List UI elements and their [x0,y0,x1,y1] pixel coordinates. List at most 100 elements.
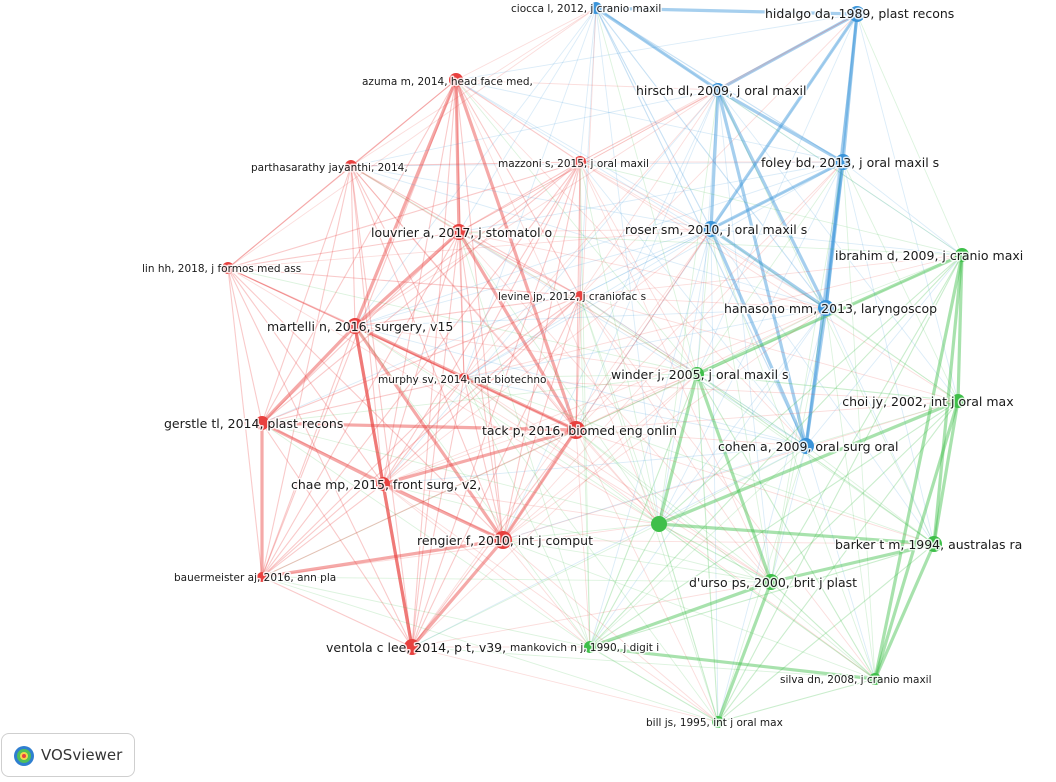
link-louvrier-linhh [227,231,460,269]
link-linhh-murphy [227,267,465,379]
node-martelli[interactable] [347,318,363,334]
link-mazzoni-rengier [502,161,581,541]
node-murphy[interactable] [459,373,469,383]
link-martelli-gerstle [260,324,357,425]
node-gerstle[interactable] [255,416,269,430]
node-foley[interactable] [835,154,851,170]
link-foley-martelli [354,161,844,327]
link-roser-gerstle [261,228,712,424]
link-foley-silva [842,161,876,680]
link-hirsch-foley [717,88,844,164]
vosviewer-logo-icon [14,746,34,766]
link-hirsch-choi [717,89,959,402]
node-label-tack[interactable]: tack p, 2016, biomed eng onlin [481,422,679,440]
node-label-parthasarathy[interactable]: parthasarathy jayanthi, 2014, [250,161,410,176]
node-label-ibrahim[interactable]: ibrahim d, 2009, j cranio maxi [834,247,1025,265]
link-murphy-chae [382,377,465,485]
vosviewer-logo-badge[interactable]: VOSviewer [1,733,135,777]
link-ventola-bill [411,646,719,723]
node-durso[interactable] [763,574,779,590]
link-rengier-silva [502,539,876,680]
node-mazzoni[interactable] [574,156,586,168]
node-label-choi[interactable]: choi jy, 2002, int j oral max [841,393,1015,411]
node-linhh[interactable] [222,262,234,274]
node-label-mazzoni[interactable]: mazzoni s, 2015, j oral maxil [497,157,651,172]
node-label-ventola[interactable]: ventola c lee, 2014, p t, v39, [325,639,508,657]
node-mankovich[interactable] [584,641,596,653]
node-label-roser[interactable]: roser sm, 2010, j oral maxil s [624,221,809,239]
node-roser[interactable] [703,221,719,237]
node-choi[interactable] [951,394,965,408]
node-label-hidalgo[interactable]: hidalgo da, 1989, plast recons [764,5,956,23]
node-barker[interactable] [926,536,942,552]
node-winder[interactable] [690,367,704,381]
node-cohen[interactable] [798,438,814,454]
node-louvrier[interactable] [451,224,467,240]
link-hanasono-murphy [463,307,827,379]
link-levine-martelli [354,295,581,327]
node-unlabeled[interactable] [651,516,667,532]
node-label-durso[interactable]: d'urso ps, 2000, brit j plast [688,574,859,592]
node-label-chae[interactable]: chae mp, 2015, front surg, v2, [290,476,483,494]
node-hirsch[interactable] [711,83,725,97]
link-linhh-rengier [227,267,504,541]
node-label-martelli[interactable]: martelli n, 2016, surgery, v15 [266,318,455,336]
node-label-hanasono[interactable]: hanasono mm, 2013, laryngoscop [723,300,939,318]
link-foley-tack [575,161,844,431]
link-martelli-murphy [354,325,465,379]
node-label-hirsch[interactable]: hirsch dl, 2009, j oral maxil [635,82,808,100]
node-ventola[interactable] [404,639,420,655]
node-parthasarathy[interactable] [345,160,357,172]
node-ibrahim[interactable] [955,248,969,262]
node-label-ciocca[interactable]: ciocca l, 2012, j cranio maxil [510,2,663,17]
link-winder-bill [696,373,719,723]
node-hanasono[interactable] [818,300,834,316]
node-ciocca[interactable] [590,2,602,14]
node-tack[interactable] [567,421,585,439]
node-label-silva[interactable]: silva dn, 2008, j cranio maxil [779,673,934,688]
node-label-mankovich[interactable]: mankovich n j, 1990, j digit i [509,641,661,656]
link-levine-barker [579,295,935,545]
link-hidalgo-cohen [805,13,858,447]
node-label-louvrier[interactable]: louvrier a, 2017, j stomatol o [370,224,554,242]
link-martelli-winder [354,325,698,375]
node-label-foley[interactable]: foley bd, 2013, j oral maxil s [760,154,941,172]
link-louvrier-murphy [458,231,465,379]
link-hanasono-chae [382,307,827,485]
node-rengier[interactable] [494,531,512,549]
link-roser-bill [710,228,719,723]
link-chae-mankovich [382,483,591,648]
node-label-azuma[interactable]: azuma m, 2014, head face med, [361,75,535,90]
node-label-bauermeister[interactable]: bauermeister aj, 2016, ann pla [173,571,338,586]
link-martelli-cohen [354,325,807,447]
link-louvrier-mankovich [458,231,591,648]
node-chae[interactable] [376,477,390,491]
link-hanasono-bill [717,307,827,723]
node-bauermeister[interactable] [257,572,267,582]
node-silva[interactable] [869,673,881,685]
link-ibrahim-tack [575,254,963,431]
node-levine[interactable] [575,291,585,301]
node-label-levine[interactable]: levine jp, 2012, j craniofac s [497,290,648,305]
node-label-barker[interactable]: barker t m, 1994, australas ra [834,536,1024,554]
link-winder-ventola [411,373,698,648]
node-label-linhh[interactable]: lin hh, 2018, j formos med ass [141,262,303,277]
link-tack-chae [382,428,577,486]
node-label-bill[interactable]: bill js, 1995, int j oral max [645,716,785,731]
node-label-murphy[interactable]: murphy sv, 2014, nat biotechno [377,373,548,388]
link-ciocca-hidalgo [595,6,858,16]
node-azuma[interactable] [449,73,463,87]
vosviewer-logo-text: VOSviewer [41,746,123,764]
link-louvrier-hanasono [458,231,827,309]
node-bill[interactable] [712,716,724,728]
node-label-gerstle[interactable]: gerstle tl, 2014, plast recons [163,415,345,433]
node-label-winder[interactable]: winder j, 2005, j oral maxil s [610,366,791,384]
node-label-cohen[interactable]: cohen a, 2009, oral surg oral [717,438,900,456]
link-linhh-ventola [227,267,413,648]
node-hidalgo[interactable] [849,6,865,22]
link-foley-roser [710,160,844,231]
link-barker-mankovich [589,543,935,648]
node-label-rengier[interactable]: rengier f, 2010, int j comput [416,532,595,550]
link-parthasarathy-martelli [350,165,356,327]
